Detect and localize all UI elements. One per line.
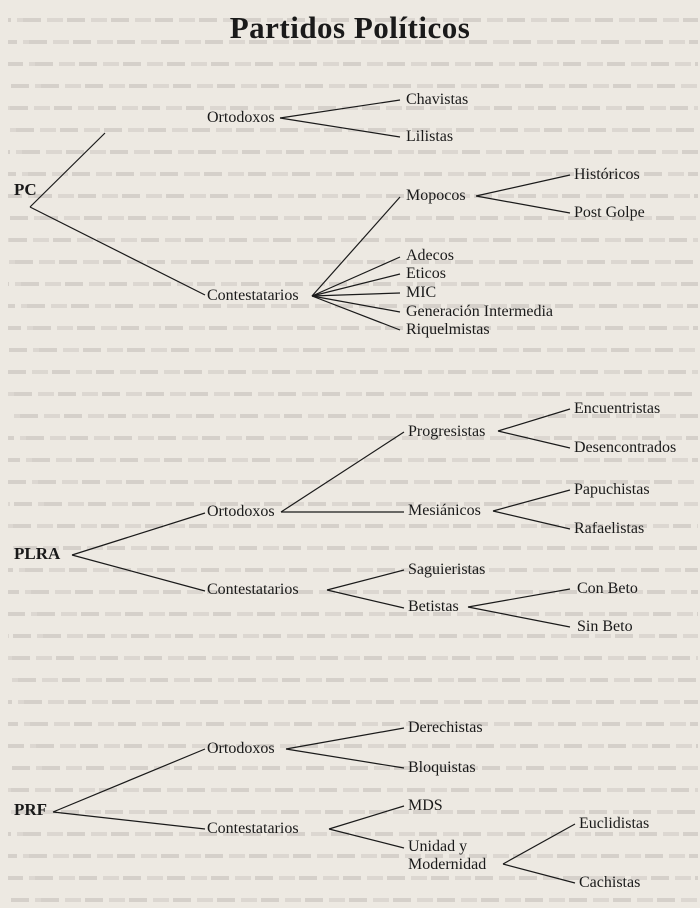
connector [328,828,405,849]
connector [285,727,405,750]
party-pc: PC [14,180,37,199]
group-lilistas: Lilistas [406,128,454,145]
group-saguieristas: Saguieristas [408,561,486,578]
group-riquelmistas: Riquelmistas [406,321,490,338]
subgroup-desencontrados: Desencontrados [574,439,677,456]
group-derechistas: Derechistas [408,719,483,736]
connector [29,206,206,296]
group-mds: MDS [408,797,443,814]
faction-pc-ortodoxos: Ortodoxos [207,109,275,126]
subgroup-con-beto: Con Beto [577,580,638,597]
connector [29,132,106,208]
subgroup-sin-beto: Sin Beto [577,618,633,635]
group-eticos: Eticos [406,265,446,282]
connector [311,256,401,297]
connector [502,863,576,884]
connector [311,273,401,297]
connector [279,99,401,119]
subgroup-post-golpe: Post Golpe [574,204,645,221]
connector [52,748,206,813]
connector [311,196,401,297]
subgroup-encuentristas: Encuentristas [574,400,661,417]
connector [502,823,576,865]
faction-plra-ortodoxos: Ortodoxos [207,503,275,520]
faction-plra-contestatarios: Contestatarios [207,581,299,598]
subgroup-papuchistas: Papuchistas [574,481,650,498]
group-progresistas: Progresistas [408,423,486,440]
group-mesianicos: Mesiánicos [408,502,481,519]
connector [326,569,405,591]
connector [311,292,401,297]
connector [497,430,571,449]
faction-prf-contestatarios: Contestatarios [207,820,299,837]
group-adecos: Adecos [406,247,454,264]
group-bloquistas: Bloquistas [408,759,476,776]
group-unidad-y-modernidad-line2: Modernidad [408,856,487,873]
connector [326,589,405,609]
connector [492,510,571,530]
connector [71,554,206,592]
connector [475,174,571,197]
subgroup-cachistas: Cachistas [579,874,641,891]
faction-prf-ortodoxos: Ortodoxos [207,740,275,757]
connector [328,805,405,830]
party-prf: PRF [14,800,48,819]
party-plra: PLRA [14,544,61,563]
connector [71,512,206,556]
connector [280,431,405,513]
group-chavistas: Chavistas [406,91,469,108]
group-unidad-y-modernidad-line1: Unidad y [408,838,468,855]
connector [311,295,401,331]
connector [475,195,571,214]
group-mic: MIC [406,284,437,301]
connector [52,811,206,830]
subgroup-rafaelistas: Rafaelistas [574,520,645,537]
subgroup-historicos: Históricos [574,166,640,183]
connector [311,295,401,313]
connector [285,748,405,769]
connector [492,489,571,512]
subgroup-euclidistas: Euclidistas [579,815,650,832]
connector [467,606,571,628]
connector [279,117,401,138]
page-title: Partidos Políticos [229,10,471,45]
group-generacion-intermedia: Generación Intermedia [406,303,554,320]
faction-pc-contestatarios: Contestatarios [207,287,299,304]
connector [497,408,571,432]
connector [467,588,571,608]
group-mopocos: Mopocos [406,187,466,204]
group-betistas: Betistas [408,598,459,615]
